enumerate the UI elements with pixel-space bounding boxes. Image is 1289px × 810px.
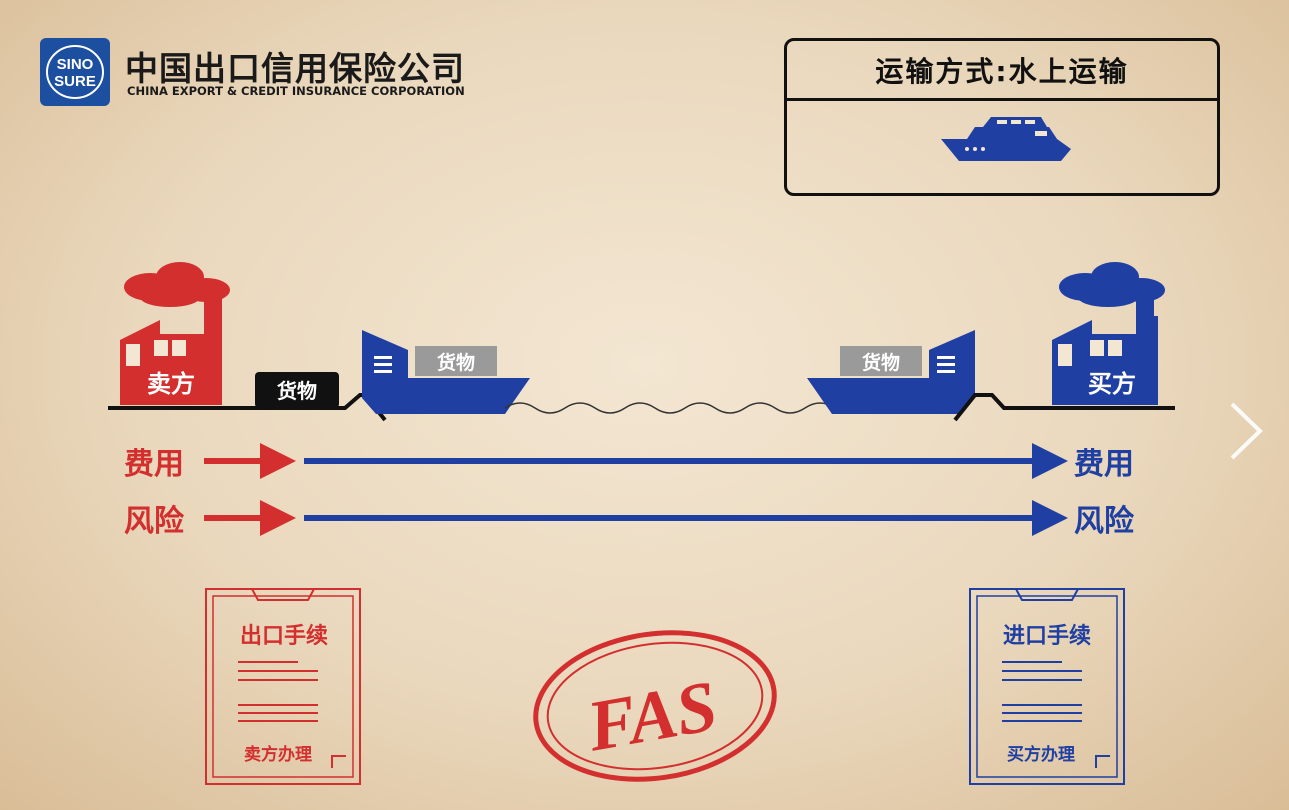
seller-label: 卖方 xyxy=(147,370,195,398)
risk-label-buyer: 风险 xyxy=(1074,504,1135,539)
seller-ship xyxy=(362,330,530,414)
seller-ship-goods-label: 货物 xyxy=(437,351,475,374)
transport-mode-box: 运输方式:水上运输 xyxy=(784,38,1220,196)
import-document xyxy=(969,588,1125,785)
chevron-right-icon xyxy=(1230,402,1263,460)
goods-on-land-label: 货物 xyxy=(277,379,317,403)
svg-text:SURE: SURE xyxy=(54,73,96,90)
risk-label-seller: 风险 xyxy=(124,504,185,539)
next-slide-button[interactable] xyxy=(1218,398,1274,464)
export-document-handler: 卖方办理 xyxy=(244,744,312,765)
fas-stamp xyxy=(533,630,777,782)
buyer-ship xyxy=(807,330,975,414)
buyer-ground-line xyxy=(953,393,1175,422)
export-document xyxy=(205,588,361,785)
buyer-ship-goods-label: 货物 xyxy=(862,351,900,374)
cost-label-seller: 费用 xyxy=(124,447,184,482)
buyer-factory xyxy=(1052,262,1165,405)
import-document-title: 进口手续 xyxy=(1003,623,1091,649)
buyer-label: 买方 xyxy=(1088,370,1136,398)
goods-on-land xyxy=(255,372,339,408)
company-name-en: CHINA EXPORT & CREDIT INSURANCE CORPORAT… xyxy=(127,84,465,98)
sinosure-logo: SINO SURE xyxy=(40,38,110,106)
import-document-handler: 买方办理 xyxy=(1007,744,1075,765)
seller-factory xyxy=(120,262,230,405)
cost-label-buyer: 费用 xyxy=(1074,447,1134,482)
transport-mode-title: 运输方式:水上运输 xyxy=(787,41,1217,101)
fas-stamp-text: FAS xyxy=(580,665,722,766)
water-wave xyxy=(504,402,836,414)
svg-text:SINO: SINO xyxy=(57,56,94,73)
export-document-title: 出口手续 xyxy=(240,623,328,649)
company-name-cn: 中国出口信用保险公司 xyxy=(125,49,465,88)
ship-icon xyxy=(941,117,1071,161)
